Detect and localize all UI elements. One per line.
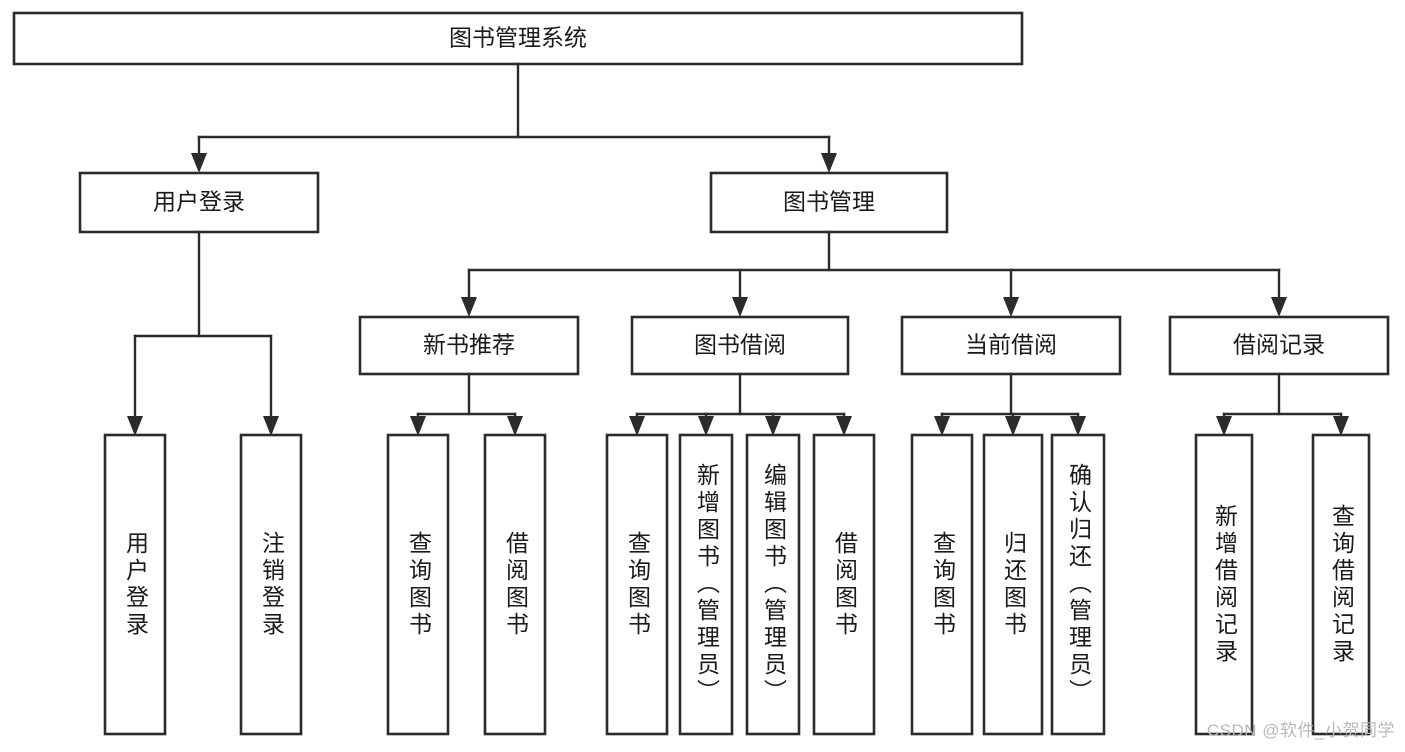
node-box-leaf-logout [239, 433, 303, 736]
node-box-current-borrow [900, 315, 1122, 376]
arrow-head-icon-leaf-query-record [1333, 416, 1349, 436]
node-book-borrow[interactable]: 图书借阅 [630, 315, 850, 376]
arrow-head-icon-leaf-return-book [1005, 416, 1021, 436]
node-box-user-login [78, 171, 320, 234]
node-leaf-add-book[interactable] [678, 433, 734, 736]
node-new-book-rec[interactable]: 新书推荐 [358, 315, 580, 376]
node-box-leaf-borrow-book [812, 433, 876, 736]
node-leaf-confirm-return[interactable] [1050, 433, 1106, 736]
watermark-text: CSDN @软件_小贺同学 [1206, 721, 1395, 740]
node-label-new-book-rec: 新书推荐 [423, 332, 515, 358]
node-current-borrow[interactable]: 当前借阅 [900, 315, 1122, 376]
node-leaf-query-book-rec[interactable] [386, 433, 450, 736]
node-box-leaf-query-record [1311, 433, 1371, 736]
node-label-book-manage: 图书管理 [783, 189, 875, 215]
node-book-manage[interactable]: 图书管理 [709, 171, 949, 234]
node-box-leaf-confirm-return [1050, 433, 1106, 736]
node-box-leaf-edit-book [745, 433, 801, 736]
arrow-head-icon-book-borrow [732, 297, 748, 317]
node-root[interactable]: 图书管理系统 [12, 11, 1024, 66]
node-label-current-borrow: 当前借阅 [965, 332, 1057, 358]
arrow-head-icon-leaf-user-login [127, 416, 143, 436]
node-label-book-borrow: 图书借阅 [694, 332, 786, 358]
node-label-borrow-record: 借阅记录 [1233, 332, 1325, 358]
arrow-head-icon-leaf-add-book [698, 416, 714, 436]
arrow-head-icon-leaf-query-book-rec [410, 416, 426, 436]
node-leaf-add-record[interactable] [1194, 433, 1254, 736]
node-label-root: 图书管理系统 [449, 25, 587, 51]
node-leaf-query-book-borrow[interactable] [605, 433, 669, 736]
node-leaf-query-book-cur[interactable] [910, 433, 974, 736]
node-leaf-query-record[interactable] [1311, 433, 1371, 736]
node-box-leaf-query-book-borrow [605, 433, 669, 736]
arrow-head-icon-leaf-add-record [1216, 416, 1232, 436]
arrow-head-icon-borrow-record [1271, 297, 1287, 317]
node-box-leaf-return-book [982, 433, 1044, 736]
node-box-leaf-user-login [103, 433, 167, 736]
node-box-leaf-add-book [678, 433, 734, 736]
node-box-leaf-query-book-rec [386, 433, 450, 736]
node-box-new-book-rec [358, 315, 580, 376]
node-leaf-user-login[interactable] [103, 433, 167, 736]
arrow-head-icon-leaf-borrow-book-rec [507, 416, 523, 436]
node-leaf-return-book[interactable] [982, 433, 1044, 736]
node-user-login[interactable]: 用户登录 [78, 171, 320, 234]
arrow-head-icon-leaf-borrow-book [836, 416, 852, 436]
arrow-head-icon-leaf-query-book-cur [934, 416, 950, 436]
arrow-head-icon-book-manage [821, 153, 837, 173]
node-box-leaf-add-record [1194, 433, 1254, 736]
node-leaf-edit-book[interactable] [745, 433, 801, 736]
node-box-root [12, 11, 1024, 66]
arrow-head-icon-leaf-query-book-borrow [629, 416, 645, 436]
node-leaf-logout[interactable] [239, 433, 303, 736]
node-label-user-login: 用户登录 [153, 189, 245, 215]
node-box-leaf-borrow-book-rec [483, 433, 547, 736]
arrow-head-icon-leaf-confirm-return [1070, 416, 1086, 436]
node-box-leaf-query-book-cur [910, 433, 974, 736]
arrow-head-icon-current-borrow [1003, 297, 1019, 317]
arrow-head-icon-leaf-edit-book [765, 416, 781, 436]
arrow-head-icon-new-book-rec [461, 297, 477, 317]
arrow-head-icon-user-login [191, 153, 207, 173]
node-leaf-borrow-book[interactable] [812, 433, 876, 736]
node-leaf-borrow-book-rec[interactable] [483, 433, 547, 736]
arrow-head-icon-leaf-logout [263, 416, 279, 436]
node-borrow-record[interactable]: 借阅记录 [1168, 315, 1390, 376]
